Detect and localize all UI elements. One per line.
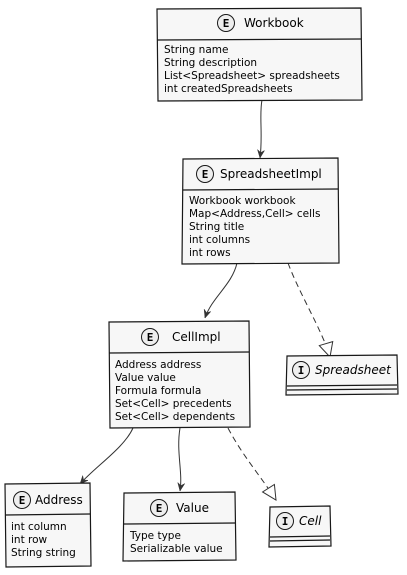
entity-field: String title	[189, 221, 244, 233]
entity-title: Address	[35, 493, 83, 507]
entity-title: SpreadsheetImpl	[220, 167, 322, 181]
entity-title: CellImpl	[172, 330, 221, 344]
entity-badge-icon	[196, 165, 214, 183]
entity-field: Type type	[129, 530, 181, 542]
entity-cellimpl[interactable]: E CellImpl Address address Value value F…	[108, 320, 251, 429]
entity-title: Workbook	[244, 16, 304, 30]
interface-badge-letter: I	[282, 515, 289, 528]
entity-field: int columns	[189, 234, 250, 246]
entity-field: Serializable value	[130, 543, 223, 555]
interface-cell[interactable]: I Cell	[268, 505, 332, 548]
interface-badge-icon	[276, 512, 294, 530]
entity-field: String name	[164, 44, 228, 56]
interface-badge-letter: I	[298, 364, 305, 377]
edge-cellimpl-implements-cell	[227, 427, 276, 500]
entity-field: Set<Cell> precedents	[115, 398, 232, 410]
entity-badge-letter: E	[156, 502, 163, 515]
entity-badge-icon	[217, 14, 235, 32]
entity-badge-icon	[141, 328, 159, 346]
entity-field: int rows	[189, 247, 231, 259]
entity-badge-letter: E	[223, 17, 230, 30]
entity-address[interactable]: E Address int column int row String stri…	[4, 482, 92, 568]
edge-spreadsheetimpl-to-cellimpl	[205, 262, 238, 318]
entity-field: Workbook workbook	[189, 195, 296, 207]
entity-badge-letter: E	[147, 331, 154, 344]
entity-workbook[interactable]: E Workbook String name String descriptio…	[156, 7, 363, 102]
interface-spreadsheet[interactable]: I Spreadsheet	[285, 354, 399, 396]
entity-title: Value	[176, 501, 209, 515]
entity-field: Set<Cell> dependents	[115, 411, 235, 423]
entity-field: int column	[11, 521, 67, 533]
entity-badge-letter: E	[202, 168, 209, 181]
interface-title: Spreadsheet	[315, 363, 392, 377]
edge-workbook-to-spreadsheetimpl	[260, 99, 262, 158]
entity-badge-icon	[13, 491, 31, 509]
entity-spreadsheetimpl[interactable]: E SpreadsheetImpl Workbook workbook Map<…	[181, 157, 340, 265]
entity-field: Address address	[115, 359, 201, 371]
entity-field: int row	[11, 534, 48, 546]
edge-spreadsheetimpl-implements-spreadsheet	[287, 262, 330, 357]
entity-field: int createdSpreadsheets	[164, 83, 293, 95]
edge-cellimpl-to-value	[179, 427, 181, 491]
entity-badge-icon	[150, 499, 168, 517]
entity-badge-letter: E	[19, 494, 26, 507]
entity-field: Formula formula	[115, 385, 201, 397]
entity-field: Map<Address,Cell> cells	[189, 208, 320, 220]
interface-title: Cell	[299, 514, 322, 528]
entity-field: String string	[11, 547, 76, 559]
entity-field: Value value	[115, 372, 176, 384]
entity-field: String description	[164, 57, 257, 69]
edge-cellimpl-to-address	[79, 427, 134, 484]
interface-badge-icon	[292, 361, 310, 379]
entity-field: List<Spreadsheet> spreadsheets	[164, 70, 340, 82]
entity-value[interactable]: E Value Type type Serializable value	[122, 491, 237, 562]
